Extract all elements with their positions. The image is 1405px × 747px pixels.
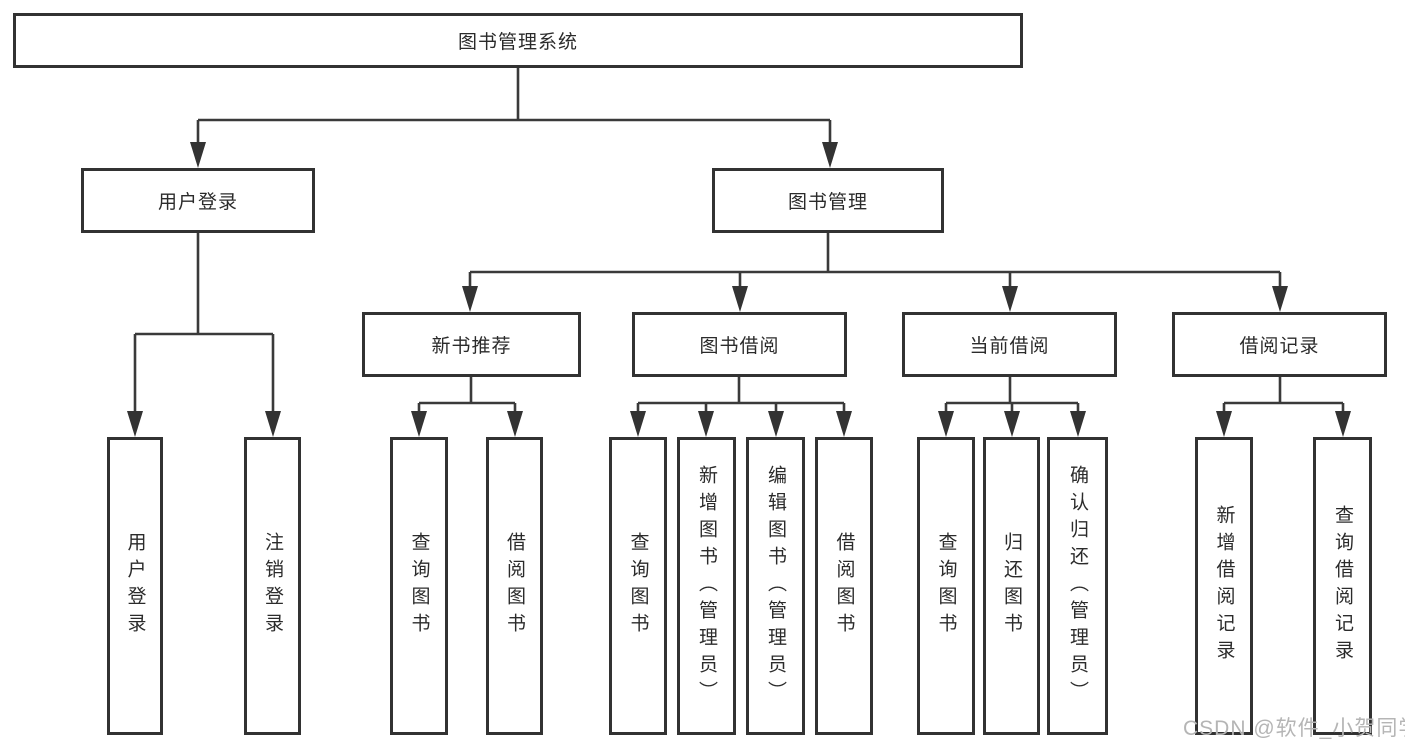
wire-recommend-to-leaves xyxy=(417,377,517,412)
leaf-edit-books-admin-label: 编辑图书（管理员） xyxy=(765,464,786,708)
node-current-borrow: 当前借阅 xyxy=(902,312,1117,377)
wire-borrowmod-to-leaves xyxy=(636,377,846,412)
leaf-confirm-return-admin: 确认归还（管理员） xyxy=(1047,437,1108,735)
wire-bookmgmt-to-level3 xyxy=(468,233,1282,287)
leaf-user-login: 用户登录 xyxy=(107,437,163,735)
node-library-system-label: 图书管理系统 xyxy=(457,32,578,53)
leaf-return-books: 归还图书 xyxy=(983,437,1040,735)
leaf-user-login-label: 用户登录 xyxy=(124,532,146,640)
leaf-add-borrow-record-label: 新增借阅记录 xyxy=(1213,505,1235,667)
leaf-query-borrow-record-label: 查询借阅记录 xyxy=(1332,505,1353,667)
node-book-borrow: 图书借阅 xyxy=(632,312,847,377)
wire-current-to-leaves xyxy=(944,377,1080,412)
leaf-borrow-books-label: 借阅图书 xyxy=(833,532,855,640)
leaf-add-books-admin-label: 新增图书（管理员） xyxy=(696,464,717,708)
node-current-borrow-label: 当前借阅 xyxy=(969,336,1050,357)
leaf-query-books-current-label: 查询图书 xyxy=(935,532,957,640)
node-user-login-label: 用户登录 xyxy=(157,192,238,213)
leaf-borrow-books-recommend: 借阅图书 xyxy=(486,437,543,735)
watermark: CSDN @软件_小贺同学 xyxy=(1183,717,1405,740)
node-new-book-recommend: 新书推荐 xyxy=(362,312,581,377)
leaf-query-borrow-record: 查询借阅记录 xyxy=(1313,437,1372,735)
leaf-add-borrow-record: 新增借阅记录 xyxy=(1195,437,1253,735)
node-book-borrow-label: 图书借阅 xyxy=(699,336,780,357)
node-book-management-label: 图书管理 xyxy=(787,192,868,213)
leaf-add-books-admin: 新增图书（管理员） xyxy=(677,437,736,735)
leaf-borrow-books: 借阅图书 xyxy=(815,437,873,735)
leaf-query-books-recommend-label: 查询图书 xyxy=(408,532,430,640)
leaf-edit-books-admin: 编辑图书（管理员） xyxy=(746,437,805,735)
leaf-query-books-current: 查询图书 xyxy=(917,437,975,735)
leaf-logout-label: 注销登录 xyxy=(262,532,283,640)
wire-root-to-level2 xyxy=(196,68,832,144)
leaf-query-books-borrow-label: 查询图书 xyxy=(627,532,649,640)
node-new-book-recommend-label: 新书推荐 xyxy=(431,336,512,357)
node-book-management: 图书管理 xyxy=(712,168,944,233)
leaf-logout: 注销登录 xyxy=(244,437,301,735)
node-borrow-records: 借阅记录 xyxy=(1172,312,1387,377)
leaf-return-books-label: 归还图书 xyxy=(1001,532,1022,640)
leaf-query-books-borrow: 查询图书 xyxy=(609,437,667,735)
node-library-system: 图书管理系统 xyxy=(13,13,1023,68)
leaf-confirm-return-admin-label: 确认归还（管理员） xyxy=(1067,464,1088,708)
leaf-query-books-recommend: 查询图书 xyxy=(390,437,448,735)
wire-userlogin-to-leaves xyxy=(133,233,275,412)
leaf-borrow-books-recommend-label: 借阅图书 xyxy=(504,532,525,640)
wire-records-to-leaves xyxy=(1222,377,1345,412)
node-borrow-records-label: 借阅记录 xyxy=(1239,336,1320,357)
node-user-login: 用户登录 xyxy=(81,168,315,233)
